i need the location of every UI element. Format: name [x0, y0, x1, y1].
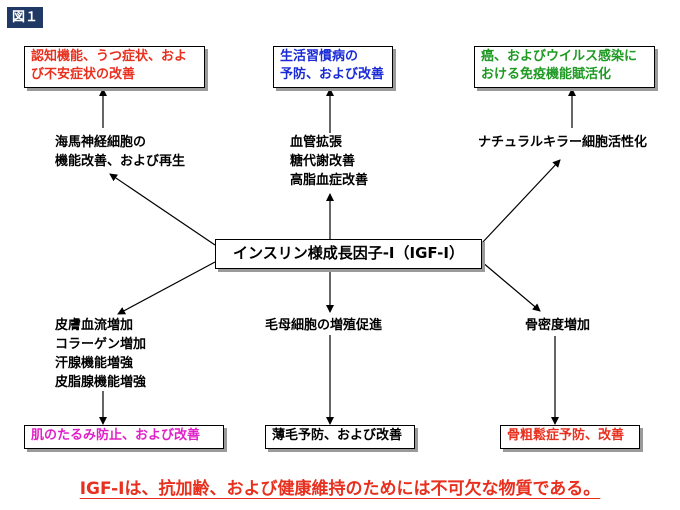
effect-vascular-metabolic: 血管拡張 糖代謝改善 高脂血症改善 — [290, 133, 368, 190]
effect-text: 皮脂腺機能増強 — [55, 375, 147, 390]
effect-text: 海馬神経細胞の — [55, 135, 147, 150]
outcome-text: おける免疫機能賦活化 — [481, 67, 612, 82]
effect-hippocampus: 海馬神経細胞の 機能改善、および再生 — [55, 133, 185, 171]
figure-label-badge: 図１ — [7, 7, 43, 28]
effect-text: 糖代謝改善 — [290, 154, 356, 169]
outcome-text: 肌のたるみ防止、および改善 — [31, 428, 201, 443]
effect-text: 血管拡張 — [290, 135, 343, 150]
conclusion-caption: IGF-Iは、抗加齢、および健康維持のためには不可欠な物質である。 — [0, 474, 680, 499]
outcome-text: び不安症状の改善 — [31, 67, 136, 82]
effect-text: 骨密度増加 — [525, 318, 591, 333]
outcome-box-osteoporosis: 骨粗鬆症予防、改善 — [500, 425, 640, 449]
effect-text: 機能改善、および再生 — [55, 154, 186, 169]
effect-text: 高脂血症改善 — [290, 173, 369, 188]
effect-text: ナチュラルキラー細胞活性化 — [478, 135, 648, 150]
outcome-text: 癌、およびウイルス感染に — [481, 49, 638, 64]
outcome-text: 骨粗鬆症予防、改善 — [507, 428, 625, 443]
arrow-center-to-skin — [117, 261, 216, 315]
effect-text: 皮膚血流増加 — [55, 318, 134, 333]
effect-bone-density: 骨密度増加 — [525, 316, 590, 335]
effect-text: 汗腺機能増強 — [55, 356, 134, 371]
effect-text: コラーゲン増加 — [55, 337, 147, 352]
effect-nk-cells: ナチュラルキラー細胞活性化 — [478, 133, 647, 152]
outcome-box-lifestyle-disease: 生活習慣病の 予防、および改善 — [273, 46, 393, 88]
outcome-text: 予防、および改善 — [280, 67, 385, 82]
outcome-text: 生活習慣病の — [280, 49, 359, 64]
effect-text: 毛母細胞の増殖促進 — [265, 318, 383, 333]
outcome-box-skin-sagging: 肌のたるみ防止、および改善 — [24, 425, 224, 449]
effect-skin: 皮膚血流増加 コラーゲン増加 汗腺機能増強 皮脂腺機能増強 — [55, 316, 146, 392]
center-igf1-box: インスリン様成長因子-I（IGF-I） — [215, 239, 482, 269]
outcome-text: 認知機能、うつ症状、およ — [31, 49, 188, 64]
arrow-center-to-nk-cells — [481, 159, 561, 244]
arrow-center-to-hippocampus — [109, 173, 216, 246]
outcome-text: 薄毛予防、および改善 — [272, 428, 403, 443]
outcome-box-immune: 癌、およびウイルス感染に おける免疫機能賦活化 — [474, 46, 655, 88]
outcome-box-cognition: 認知機能、うつ症状、およ び不安症状の改善 — [24, 46, 205, 88]
conclusion-text: IGF-Iは、抗加齢、および健康維持のためには不可欠な物質である。 — [79, 479, 601, 499]
outcome-box-hair-thinning: 薄毛予防、および改善 — [265, 425, 415, 449]
effect-hair-matrix: 毛母細胞の増殖促進 — [265, 316, 382, 335]
arrow-center-to-bone-density — [481, 261, 541, 312]
